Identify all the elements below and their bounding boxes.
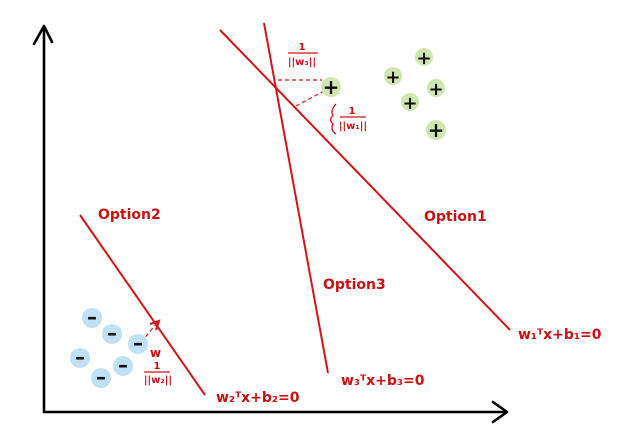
- margin-w2-numerator: 1: [154, 361, 161, 372]
- margin-w1-numerator: 1: [349, 106, 356, 117]
- w-vector-arrowhead: [149, 319, 161, 331]
- equation-option3: w₃ᵀx+b₃=0: [341, 373, 425, 389]
- margin-w1-denominator: ||w₁||: [339, 121, 367, 132]
- minus-symbol: –: [133, 331, 143, 355]
- margin-line-w2: [140, 321, 159, 343]
- plus-symbol: +: [402, 93, 417, 114]
- margin-annotation-w3: 1 ||w₃||: [288, 42, 318, 68]
- minus-symbol: –: [118, 353, 128, 377]
- plus-symbol: +: [323, 75, 340, 99]
- margin-line-w1: [295, 89, 327, 107]
- equation-option2: w₂ᵀx+b₂=0: [216, 390, 300, 406]
- option3-label: Option3: [323, 277, 386, 293]
- positive-points: + + + + + +: [321, 48, 446, 142]
- equation-option1: w₁ᵀx+b₁=0: [518, 327, 602, 343]
- margin-annotation-w2: w 1 ||w₂||: [144, 346, 172, 386]
- option2-label: Option2: [98, 207, 161, 223]
- positive-point: [426, 120, 446, 140]
- positive-point: [427, 79, 445, 97]
- plus-symbol: +: [428, 118, 445, 142]
- option3-line: [263, 22, 329, 374]
- y-axis-arrowhead: [32, 24, 54, 46]
- margin-annotation-w1: 1 ||w₁||: [329, 103, 367, 135]
- plus-symbol: +: [385, 67, 400, 88]
- negative-point: [113, 356, 133, 376]
- x-axis-arrowhead: [491, 400, 509, 424]
- negative-point: [91, 368, 111, 388]
- negative-point: [102, 324, 122, 344]
- minus-symbol: –: [96, 365, 106, 389]
- positive-point: [384, 67, 402, 85]
- plus-symbol: +: [428, 79, 443, 100]
- w-vector-label: w: [150, 346, 161, 360]
- option1-label: Option1: [424, 209, 487, 225]
- negative-points: – – – – – –: [70, 305, 148, 389]
- margin-w1-brace: [329, 103, 337, 135]
- minus-symbol: –: [87, 305, 97, 329]
- margin-w3-denominator: ||w₃||: [288, 57, 316, 68]
- margin-w2-denominator: ||w₂||: [144, 375, 172, 386]
- option1-line: [219, 29, 511, 331]
- margin-w3-numerator: 1: [299, 42, 306, 53]
- minus-symbol: –: [107, 321, 117, 345]
- negative-point: [128, 334, 148, 354]
- negative-point: [82, 308, 102, 328]
- negative-point: [70, 348, 90, 368]
- option2-line: [79, 214, 206, 396]
- plus-symbol: +: [416, 48, 431, 69]
- positive-point: [321, 77, 341, 97]
- minus-symbol: –: [75, 345, 85, 369]
- positive-point: [415, 48, 433, 66]
- positive-point: [401, 93, 419, 111]
